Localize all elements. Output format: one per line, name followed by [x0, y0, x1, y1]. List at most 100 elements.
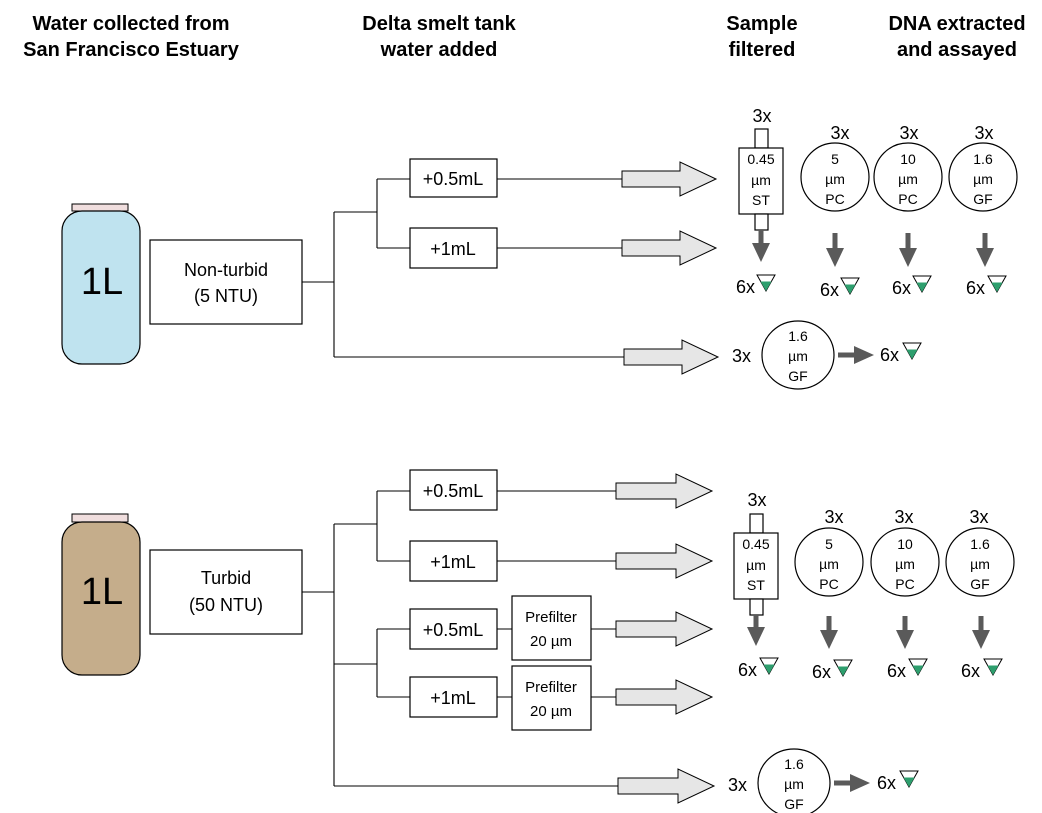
- filter-unit-line: µm: [825, 171, 845, 187]
- turbid-bottom-filter-unit: µm: [784, 776, 804, 792]
- header-sample-filtered-line2: filtered: [729, 39, 796, 61]
- filter-disc: [794, 527, 864, 597]
- nonturbid-add-0-5ml-label: +0.5mL: [423, 169, 484, 189]
- filter-type-line: GF: [973, 191, 992, 207]
- filter-size-line: 5: [825, 536, 833, 552]
- tube-icon: [759, 657, 779, 675]
- turbid-arrow-5: [617, 768, 716, 804]
- filter-type-line: PC: [819, 576, 838, 592]
- nonturbid-type-ntu: (5 NTU): [194, 286, 258, 306]
- nonturbid-bottom-tube-multiplier: 6x: [880, 345, 899, 365]
- filter-unit-line: µm: [973, 171, 993, 187]
- down-arrow-head: [826, 248, 844, 267]
- filter-multiplier: 3x: [747, 490, 766, 510]
- tube-multiplier: 6x: [820, 280, 839, 300]
- nonturbid-arrow-2: [621, 230, 718, 266]
- prefilter-1-title: Prefilter: [525, 609, 577, 626]
- filter-size-line: 0.45: [742, 536, 769, 552]
- nonturbid-arrow-3: [623, 339, 720, 375]
- down-arrow-head: [747, 627, 765, 646]
- turbid-filter-5um-pc: 3x 5 µm PC 6x: [794, 507, 864, 682]
- down-arrow-head: [899, 248, 917, 267]
- turbid-filter-1-6um-gf: 3x 1.6 µm GF 6x: [945, 507, 1015, 681]
- tube-icon: [833, 659, 853, 677]
- prefilter-2-size: 20 µm: [530, 703, 572, 720]
- filter-unit-line: µm: [746, 557, 766, 573]
- filter-size-line: 0.45: [747, 151, 774, 167]
- tube-multiplier: 6x: [887, 661, 906, 681]
- nonturbid-jar-label: 1L: [81, 261, 123, 303]
- filter-disc: [873, 142, 943, 212]
- nonturbid-arrow-1: [621, 161, 718, 197]
- turbid-add-1ml-box: [409, 540, 498, 582]
- down-arrow-head: [972, 630, 990, 649]
- filter-unit-line: µm: [898, 171, 918, 187]
- nonturbid-add-1ml-label: +1mL: [430, 239, 476, 259]
- syringe-bottom: [749, 598, 764, 616]
- prefilter-2-title: Prefilter: [525, 679, 577, 696]
- turbid-jar-lid: [71, 513, 129, 523]
- filter-disc: [945, 527, 1015, 597]
- turbid-arrow-4: [615, 679, 714, 715]
- filter-multiplier: 3x: [752, 106, 771, 126]
- nonturbid-add-1ml-box: [409, 227, 498, 269]
- nonturbid-bottom-filter-disc: [761, 320, 835, 390]
- filter-size-line: 1.6: [970, 536, 990, 552]
- turbid-arrow-2: [615, 543, 714, 579]
- nonturbid-jar: [61, 210, 141, 365]
- syringe-top: [749, 513, 764, 534]
- turbid-add-1ml-label: +1mL: [430, 552, 476, 572]
- filter-unit-line: µm: [970, 556, 990, 572]
- prefilter-box-1: [511, 595, 592, 661]
- turbid-arrow-3: [615, 611, 714, 647]
- prefilter-box-2: [511, 665, 592, 731]
- tube-multiplier: 6x: [812, 662, 831, 682]
- tube-icon: [756, 274, 776, 292]
- filter-multiplier: 3x: [824, 507, 843, 527]
- syringe-bottom: [754, 213, 769, 231]
- turbid-branch-lines: [302, 490, 618, 787]
- filter-disc: [870, 527, 940, 597]
- turbid-add-0-5ml-box: [409, 469, 498, 511]
- nonturbid-section: 1L Non-turbid (5 NTU) +0.5mL +1mL 3x 0.4…: [61, 106, 1018, 390]
- down-arrow-head: [976, 248, 994, 267]
- down-arrow-head: [752, 243, 770, 262]
- nonturbid-type-name: Non-turbid: [184, 260, 268, 280]
- turbid-section: 1L Turbid (50 NTU) +0.5mL +1mL +0.5mL +1…: [61, 469, 1015, 813]
- tube-multiplier: 6x: [738, 660, 757, 680]
- filter-type-line: PC: [898, 191, 917, 207]
- turbid-type-ntu: (50 NTU): [189, 595, 263, 615]
- nonturbid-filter-st: 3x 0.45 µm ST 6x: [736, 106, 784, 297]
- tube-multiplier: 6x: [966, 278, 985, 298]
- turbid-type-name: Turbid: [201, 568, 251, 588]
- nonturbid-bottom-tube-icon: [902, 342, 922, 360]
- filter-type-line: PC: [825, 191, 844, 207]
- filter-type-line: PC: [895, 576, 914, 592]
- filter-disc: [948, 142, 1018, 212]
- tube-multiplier: 6x: [892, 278, 911, 298]
- tube-icon: [987, 275, 1007, 293]
- filter-multiplier: 3x: [899, 123, 918, 143]
- turbid-bottom-right-arrow-head: [850, 774, 870, 792]
- turbid-add-1ml-prefilter-label: +1mL: [430, 688, 476, 708]
- header-water-collected-line1: Water collected from: [32, 13, 229, 35]
- header-tank-water-line2: water added: [380, 39, 498, 61]
- turbid-arrow-1: [615, 473, 714, 509]
- filter-disc: [800, 142, 870, 212]
- filter-type-line: GF: [970, 576, 989, 592]
- turbid-bottom-tube-multiplier: 6x: [877, 773, 896, 793]
- turbid-jar-label: 1L: [81, 571, 123, 613]
- filter-size-line: 5: [831, 151, 839, 167]
- filter-size-line: 1.6: [973, 151, 993, 167]
- header-dna-extracted-line1: DNA extracted: [888, 13, 1025, 35]
- nonturbid-add-0-5ml-box: [409, 158, 498, 198]
- turbid-filter-10um-pc: 3x 10 µm PC 6x: [870, 507, 940, 681]
- filter-multiplier: 3x: [974, 123, 993, 143]
- turbid-connector-lines: [497, 490, 616, 698]
- filter-multiplier: 3x: [830, 123, 849, 143]
- nonturbid-jar-lid: [71, 203, 129, 212]
- turbid-filter-st: 3x 0.45 µm ST 6x: [733, 490, 779, 680]
- tube-multiplier: 6x: [961, 661, 980, 681]
- tube-icon: [983, 658, 1003, 676]
